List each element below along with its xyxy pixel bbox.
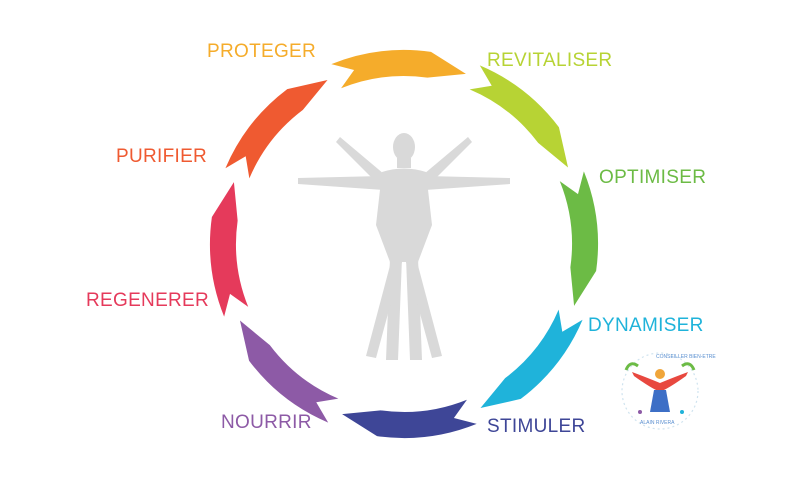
cycle-arrow-optimiser [559, 171, 598, 306]
cycle-arrow-revitaliser [469, 65, 569, 168]
step-label-proteger: PROTEGER [207, 41, 317, 62]
wellness-logo-icon [621, 352, 699, 430]
logo-text-top: CONSEILLER BIEN-ETRE [656, 354, 716, 360]
step-label-nourrir: NOURRIR [221, 412, 312, 433]
step-label-regenerer: REGENERER [86, 290, 210, 311]
step-label-purifier: PURIFIER [116, 146, 208, 167]
cycle-arrow-dynamiser [480, 309, 583, 409]
cycle-arrow-nourrir [239, 320, 339, 423]
human-figure-icon [298, 133, 510, 360]
cycle-arrow-stimuler [342, 399, 477, 438]
step-label-optimiser: OPTIMISER [599, 167, 707, 188]
cycle-arrow-purifier [225, 79, 328, 179]
cycle-arrow-regenerer [210, 182, 249, 317]
step-label-revitaliser: REVITALISER [487, 50, 613, 71]
step-label-stimuler: STIMULER [487, 416, 586, 437]
step-label-dynamiser: DYNAMISER [588, 315, 704, 336]
logo-text-bottom: ALAIN RIVERA [640, 420, 675, 426]
cycle-arrow-proteger [331, 49, 466, 89]
